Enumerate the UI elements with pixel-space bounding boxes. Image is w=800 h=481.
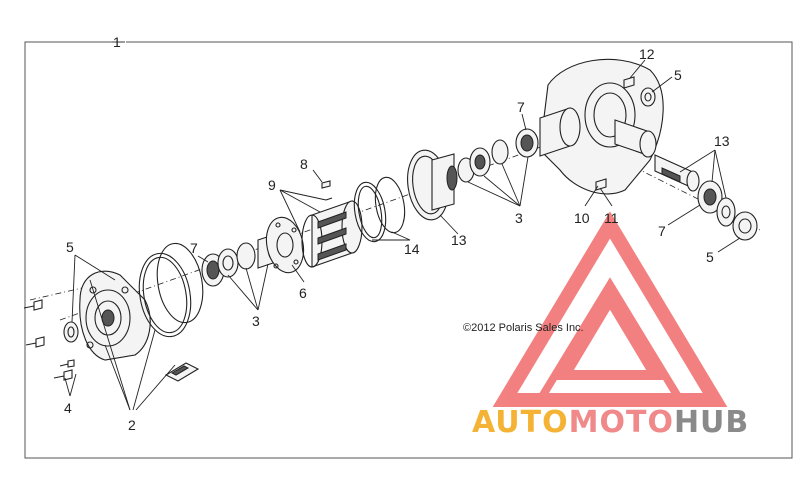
oil-seal-left xyxy=(63,321,79,343)
clutch-ring-a xyxy=(353,181,387,243)
gasket-ring-b xyxy=(156,242,204,324)
callout-9: 9 xyxy=(268,177,276,193)
callout-5-bottom: 5 xyxy=(706,249,714,265)
spacer-right-b xyxy=(491,139,509,165)
callout-7-left: 7 xyxy=(190,240,198,256)
front-housing-cover xyxy=(79,270,151,361)
callout-1: 1 xyxy=(113,34,121,50)
oil-seal-output xyxy=(732,211,758,241)
sensor-bracket xyxy=(164,362,200,382)
armature-plate xyxy=(265,216,305,274)
callout-7-right: 7 xyxy=(658,223,666,239)
callout-5-top: 5 xyxy=(674,67,682,83)
spacer-b xyxy=(236,242,256,270)
callout-3-right: 3 xyxy=(515,210,523,226)
roller-cage xyxy=(301,200,363,268)
callout-7-middle: 7 xyxy=(517,99,525,115)
ring-gear xyxy=(407,149,458,221)
callout-2: 2 xyxy=(128,417,136,433)
bolts xyxy=(23,299,75,381)
callout-labels: 1 2 3 3 4 5 5 5 6 7 7 7 8 9 10 11 12 13 … xyxy=(64,34,730,433)
watermark-word-auto: AUTO xyxy=(472,405,569,440)
callout-13-gear: 13 xyxy=(451,232,467,248)
callout-6: 6 xyxy=(299,285,307,301)
callout-13-shaft: 13 xyxy=(714,133,730,149)
leader-lines xyxy=(64,41,741,411)
watermark-word-moto: MOTO xyxy=(569,405,674,440)
oil-seal-top xyxy=(640,87,656,107)
callout-10: 10 xyxy=(574,210,590,226)
callout-4: 4 xyxy=(64,400,72,416)
gasket-ring-a xyxy=(138,252,192,338)
watermark-wordmark: AUTOMOTOHUB xyxy=(472,405,749,440)
main-gear-housing xyxy=(539,58,664,195)
callout-8: 8 xyxy=(300,156,308,172)
washer-output xyxy=(716,197,736,227)
drain-plug xyxy=(595,178,607,191)
assembly-frame xyxy=(24,41,793,459)
spacer-a xyxy=(217,248,239,278)
callout-12: 12 xyxy=(639,46,655,62)
callout-3-left: 3 xyxy=(252,313,260,329)
callout-5-left: 5 xyxy=(66,239,74,255)
watermark-logo xyxy=(492,211,728,407)
output-pinion-shaft xyxy=(654,154,700,192)
watermark-word-hub: HUB xyxy=(674,405,749,440)
callout-11: 11 xyxy=(604,210,619,226)
copyright-text: ©2012 Polaris Sales Inc. xyxy=(463,322,584,334)
vent-fitting xyxy=(623,76,635,89)
clutch-ring-b xyxy=(374,176,406,234)
pin xyxy=(321,180,331,189)
callout-14: 14 xyxy=(404,241,420,257)
